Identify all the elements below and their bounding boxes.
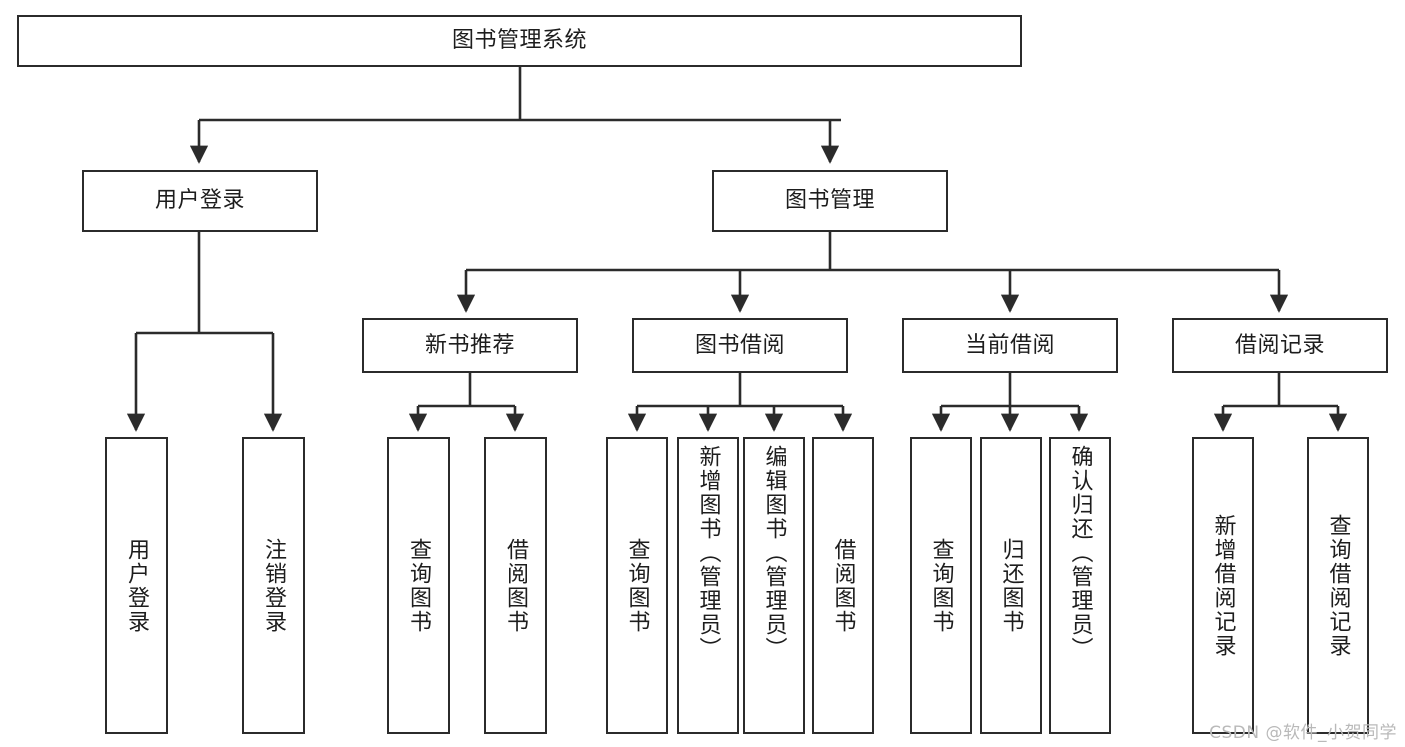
node-label: 用户登录	[124, 537, 150, 634]
node-label: 新书推荐	[424, 332, 515, 358]
node-label: 图书借阅	[694, 332, 785, 358]
node-label: 编辑图书（管理员）	[761, 445, 787, 661]
leaf-borrow-record-query[interactable]: 查询借阅记录	[1307, 437, 1369, 734]
node-label: 确认归还（管理员）	[1067, 445, 1093, 661]
node-label: 注销登录	[261, 537, 287, 634]
node-root-system[interactable]: 图书管理系统	[17, 15, 1022, 67]
node-label: 借阅记录	[1234, 332, 1325, 358]
node-label: 新增借阅记录	[1210, 513, 1236, 658]
node-user-login[interactable]: 用户登录	[82, 170, 318, 232]
node-book-borrow[interactable]: 图书借阅	[632, 318, 848, 373]
node-label: 借阅图书	[830, 537, 856, 634]
leaf-current-borrow-query[interactable]: 查询图书	[910, 437, 972, 734]
leaf-book-borrow-add[interactable]: 新增图书（管理员）	[677, 437, 739, 734]
node-label: 借阅图书	[503, 537, 529, 634]
node-label: 当前借阅	[964, 332, 1055, 358]
node-book-management[interactable]: 图书管理	[712, 170, 948, 232]
node-label: 归还图书	[998, 537, 1024, 634]
leaf-borrow-record-add[interactable]: 新增借阅记录	[1192, 437, 1254, 734]
node-label: 查询图书	[928, 537, 954, 634]
node-label: 图书管理系统	[451, 28, 587, 54]
leaf-current-borrow-confirm-return[interactable]: 确认归还（管理员）	[1049, 437, 1111, 734]
node-label: 查询借阅记录	[1325, 513, 1351, 658]
node-label: 图书管理	[784, 188, 875, 214]
leaf-book-borrow-query[interactable]: 查询图书	[606, 437, 668, 734]
node-label: 查询图书	[406, 537, 432, 634]
leaf-new-book-query[interactable]: 查询图书	[387, 437, 450, 734]
node-label: 用户登录	[154, 188, 245, 214]
node-label: 新增图书（管理员）	[695, 445, 721, 661]
node-new-book-recommend[interactable]: 新书推荐	[362, 318, 578, 373]
leaf-book-borrow-edit[interactable]: 编辑图书（管理员）	[743, 437, 805, 734]
leaf-current-borrow-return[interactable]: 归还图书	[980, 437, 1042, 734]
node-current-borrow[interactable]: 当前借阅	[902, 318, 1118, 373]
leaf-user-login-login[interactable]: 用户登录	[105, 437, 168, 734]
leaf-new-book-borrow[interactable]: 借阅图书	[484, 437, 547, 734]
node-label: 查询图书	[624, 537, 650, 634]
node-borrow-record[interactable]: 借阅记录	[1172, 318, 1388, 373]
leaf-user-login-logout[interactable]: 注销登录	[242, 437, 305, 734]
leaf-book-borrow-borrow[interactable]: 借阅图书	[812, 437, 874, 734]
watermark-text: CSDN @软件_小贺同学	[1209, 723, 1397, 743]
